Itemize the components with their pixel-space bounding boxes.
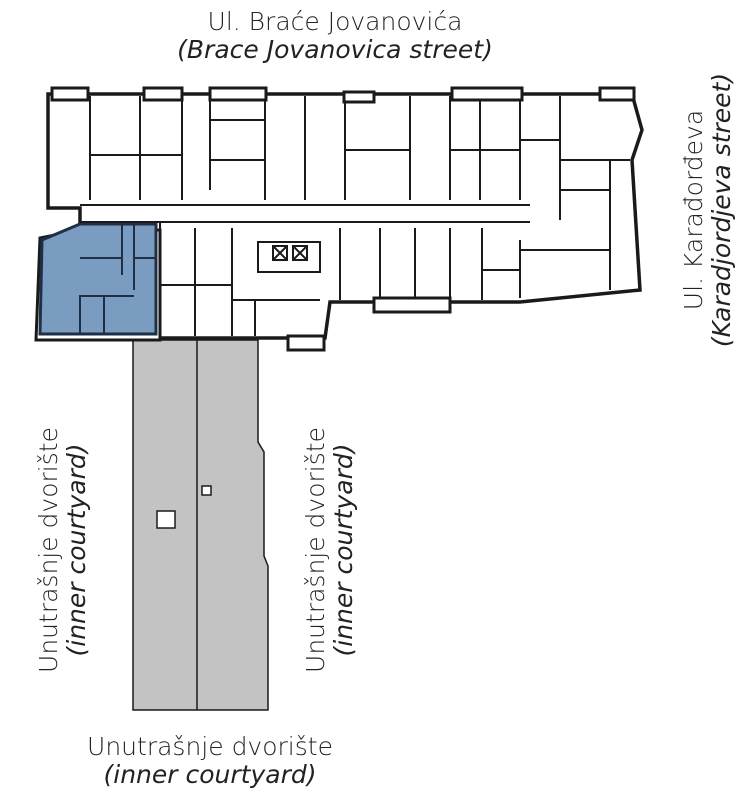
top-street-translation: (Brace Jovanovica street) <box>177 35 493 64</box>
courtyard-skylight-small <box>201 485 212 496</box>
highlighted-apartment[interactable] <box>38 222 158 336</box>
top-street-name: Ul. Braće Jovanovića <box>207 7 463 36</box>
courtyard-bottom-label: Unutrašnje dvorište (inner courtyard) <box>50 733 370 789</box>
west-wing <box>34 222 162 342</box>
room-walls <box>80 96 630 336</box>
top-street-label: Ul. Braće Jovanovića (Brace Jovanovica s… <box>160 8 510 64</box>
courtyard-skylight-large <box>156 510 176 529</box>
balconies <box>50 86 636 352</box>
courtyard-area <box>132 339 269 711</box>
elevator-core <box>257 241 321 273</box>
courtyard-bottom-name: Unutrašnje dvorište <box>87 732 333 761</box>
courtyard-bottom-translation: (inner courtyard) <box>103 760 317 789</box>
courtyard-fill <box>132 339 269 711</box>
